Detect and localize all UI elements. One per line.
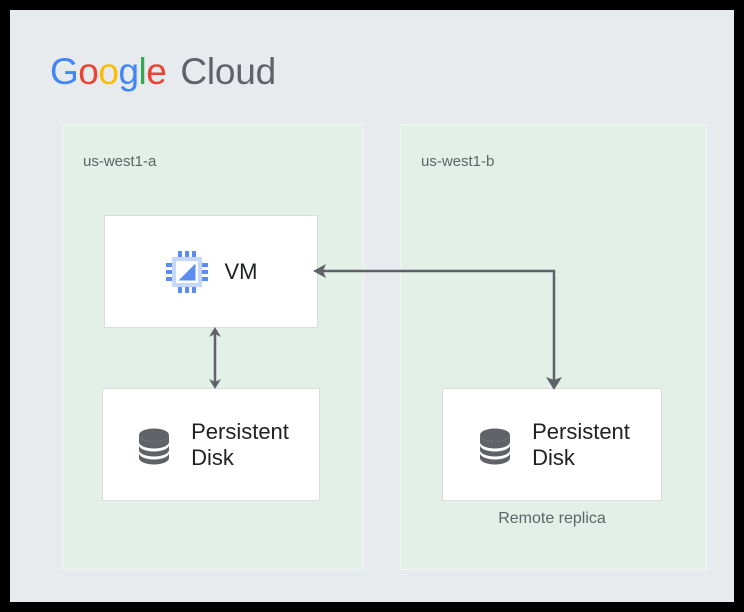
node-label-vm: VM <box>224 258 258 284</box>
logo-letter-o2: o <box>98 50 119 92</box>
zone-label-us-west1-a: us-west1-a <box>83 153 157 170</box>
node-label-persistent-disk-replica: Persistent Disk <box>532 418 630 470</box>
logo-letter-e: e <box>146 50 167 92</box>
node-card-persistent-disk-replica-content: Persistent Disk <box>474 419 630 471</box>
google-wordmark: Google <box>50 50 167 92</box>
node-card-vm-content: VM <box>165 250 258 294</box>
node-card-vm[interactable]: VM <box>104 215 318 328</box>
database-icon <box>474 424 516 466</box>
logo-letter-o1: o <box>78 50 99 92</box>
database-icon <box>133 424 175 466</box>
chip-icon <box>165 250 209 294</box>
node-card-persistent-disk-primary[interactable]: Persistent Disk <box>102 388 320 501</box>
node-card-persistent-disk-replica[interactable]: Persistent Disk <box>442 388 662 501</box>
logo-letter-g1: G <box>50 50 79 92</box>
logo-letter-l: l <box>138 50 147 92</box>
cloud-wordmark: Cloud <box>180 50 277 92</box>
google-cloud-logo: Google Cloud <box>50 48 276 94</box>
node-card-persistent-disk-primary-content: Persistent Disk <box>133 419 289 471</box>
logo-letter-g2: g <box>118 50 139 92</box>
node-label-persistent-disk-primary: Persistent Disk <box>191 418 289 470</box>
connector-replica-link <box>313 264 562 390</box>
connector-vm-to-disk <box>209 327 221 389</box>
zone-label-us-west1-b: us-west1-b <box>421 153 495 170</box>
diagram-canvas: Google Cloud us-west1-a us-west1-b <box>10 10 734 602</box>
caption-remote-replica: Remote replica <box>498 510 606 527</box>
